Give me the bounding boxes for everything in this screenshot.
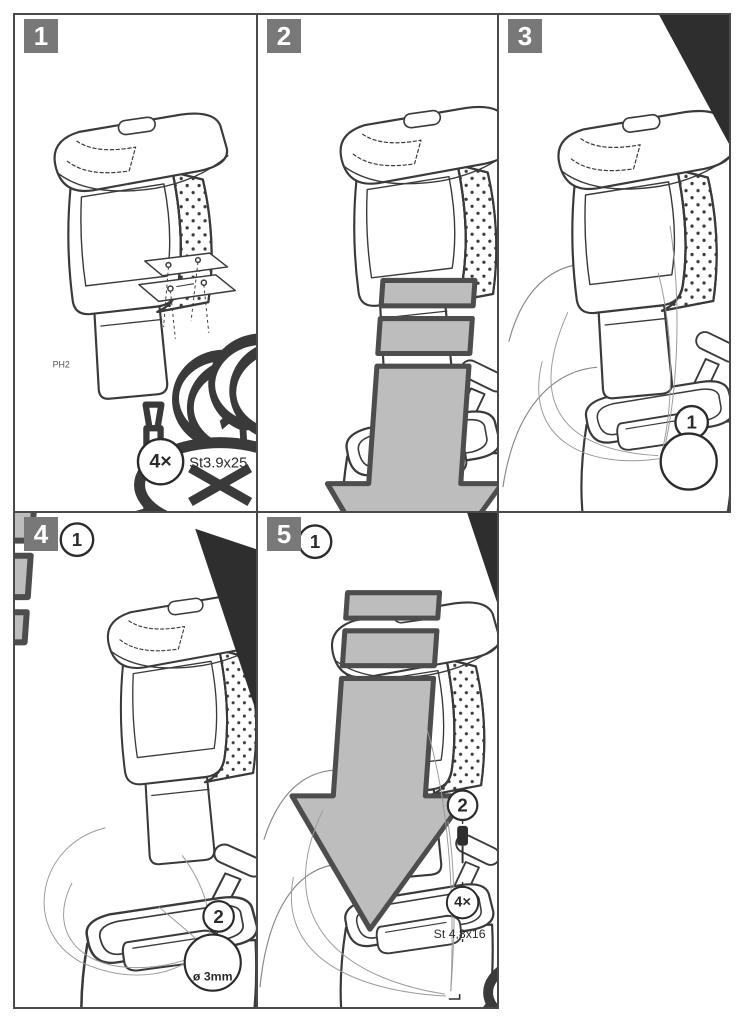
callout-number: 2: [457, 795, 467, 816]
driver-size-label: PH2: [53, 359, 70, 369]
panel-step-3: 3 1: [497, 13, 731, 513]
step-4-illustration: 1 2 ø 3mm: [15, 513, 256, 1007]
step-1-illustration: PH2 4× St3.9x25: [53, 112, 256, 511]
screw-spec-label: St3.9x25: [189, 456, 247, 472]
quantity-label: 4×: [454, 895, 471, 911]
pointer-hook-line: [448, 994, 461, 1000]
panel-step-5: 5 1 2: [256, 511, 499, 1009]
quantity-circle: [445, 885, 480, 920]
step-5-illustration: 1 2: [259, 513, 497, 1007]
callout-number: 2: [213, 906, 223, 927]
quantity-label: 4×: [149, 451, 171, 473]
step-badge-3: 3: [508, 19, 542, 53]
callout-number: 1: [310, 531, 320, 552]
callout-circle-1: [59, 522, 95, 558]
mark-tool-circle: [659, 432, 718, 491]
step-badge-5: 5: [267, 517, 301, 551]
callout-number: 1: [72, 529, 82, 550]
drill-spec-label: ø 3mm: [193, 969, 233, 983]
mini-screwdriver-icon: [457, 825, 468, 864]
mounting-bracket-illustration: [138, 252, 237, 339]
step-badge-4: 4: [24, 517, 58, 551]
quantity-circle: [136, 437, 185, 486]
armrest-illustration: [557, 110, 729, 400]
screw-spec-label: St 4,8x16: [434, 927, 486, 941]
panel-step-1: 1: [13, 13, 258, 513]
callout-circle-2: [446, 789, 479, 822]
panel-step-2: 2: [256, 13, 499, 513]
callout-circle-2: [202, 900, 235, 933]
step-badge-1: 1: [24, 19, 58, 53]
step-3-illustration: 1: [502, 15, 729, 511]
drill-tool-circle: [183, 933, 242, 992]
panel-step-4: 4 1 2 ø 3mm: [13, 511, 258, 1009]
pointer-lines: [538, 225, 678, 462]
step-2-illustration: [317, 106, 497, 511]
callout-number: 1: [686, 412, 696, 433]
step-badge-2: 2: [267, 19, 301, 53]
